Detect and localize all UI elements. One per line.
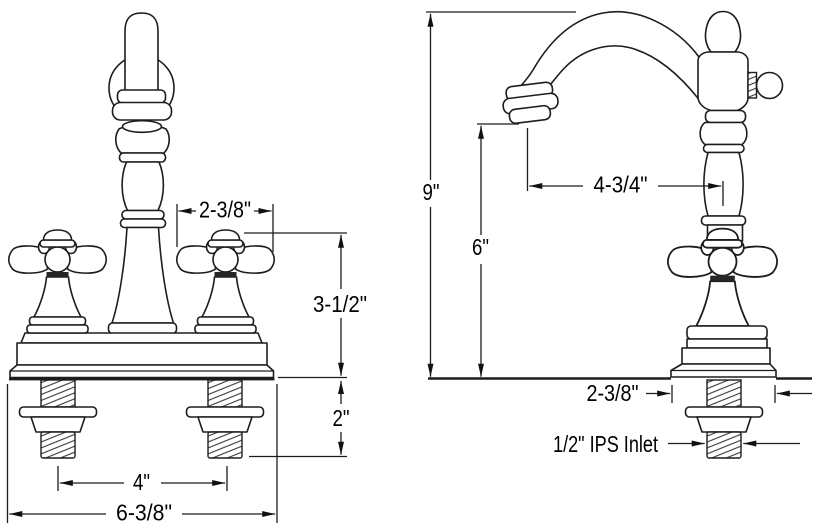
dim-spout-height: 6" <box>472 123 519 377</box>
dim-height-label: 3-1/2" <box>313 291 367 317</box>
dim-deck-to-handle-top: 3-1/2" <box>244 232 367 379</box>
column-turnings <box>107 89 178 335</box>
faucet-body <box>697 10 784 112</box>
column-turnings-side <box>699 109 748 242</box>
dim-spout-reach-label: 4-3/4" <box>594 172 648 198</box>
dim-shank-centers: 4" <box>57 466 228 495</box>
dim-handle-width-label: 2-3/8" <box>199 197 251 223</box>
dim-shank-length-label: 2" <box>333 405 350 431</box>
base <box>670 325 777 378</box>
dim-inlet: 1/2" IPS Inlet <box>553 431 800 457</box>
dim-base-depth-label: 2-3/8" <box>587 380 639 406</box>
dim-base-width-label: 6-3/8" <box>116 500 172 526</box>
handle-left <box>7 229 108 334</box>
front-view: 2-3/8" 3-1/2" 2" 4" <box>6 12 367 526</box>
dim-inlet-label: 1/2" IPS Inlet <box>553 431 658 457</box>
handle-ball <box>755 71 784 100</box>
dim-base-width: 6-3/8" <box>6 384 278 526</box>
dim-overall-height-label: 9" <box>423 179 440 205</box>
spout-riser <box>124 12 159 96</box>
dim-spout-height-label: 6" <box>472 234 489 260</box>
dim-shank-length: 2" <box>249 381 350 458</box>
dim-handle-width: 2-3/8" <box>176 197 274 252</box>
dim-base-depth: 2-3/8" <box>587 380 812 406</box>
ball-coupling <box>747 71 758 99</box>
spout-outlet <box>502 81 559 125</box>
dim-spout-reach: 4-3/4" <box>526 128 724 206</box>
deck <box>9 332 275 381</box>
dim-overall-height: 9" <box>423 11 576 377</box>
side-view: 9" 6" 4-3/4" 2-3/8" 1 <box>423 10 812 459</box>
finial-knob <box>704 10 742 53</box>
dim-shank-centers-label: 4" <box>133 469 150 495</box>
handle-right <box>175 229 276 334</box>
